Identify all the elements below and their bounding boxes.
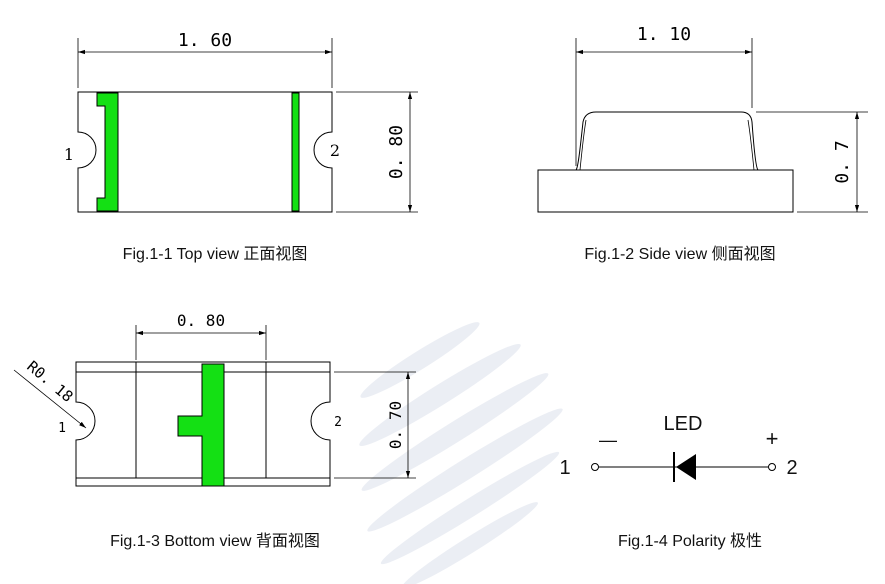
bottom-view-radius-leader — [13, 369, 87, 429]
bottom-view-pad-dim: 0. 80 — [177, 311, 225, 330]
top-view-caption: Fig.1-1 Top view 正面视图 — [123, 245, 308, 263]
top-view-outline — [77, 91, 333, 213]
side-view: 1. 10 0. 7 Fig.1-2 Side view 侧面视图 — [537, 24, 868, 263]
top-view-length-dim: 1. 60 — [178, 30, 232, 51]
top-view-pin-2: 2 — [330, 141, 340, 160]
side-view-dome — [575, 111, 759, 171]
polarity-pin-2: 2 — [786, 457, 797, 479]
bottom-view-pin-2: 2 — [334, 415, 342, 430]
side-view-top-dim: 1. 10 — [637, 24, 691, 45]
side-view-base — [537, 169, 794, 213]
polarity-title: LED — [664, 413, 703, 435]
top-view: 1. 60 0. 80 1 2 Fig.1-1 Top view 正面视图 — [64, 30, 418, 263]
bottom-view-height-dim: 0. 70 — [386, 401, 405, 449]
side-view-height-dim: 0. 7 — [832, 140, 853, 183]
polarity-minus-sign: — — [599, 430, 617, 450]
polarity-terminal-2 — [768, 463, 776, 471]
top-view-pad-right — [292, 93, 299, 211]
bottom-view: 0. 80 0. 70 R0. 18 1 2 Fig.1-3 Bottom vi… — [13, 311, 416, 550]
watermark-logo — [359, 322, 563, 584]
polarity-pin-1: 1 — [559, 457, 570, 479]
polarity-caption: Fig.1-4 Polarity 极性 — [618, 532, 762, 550]
top-view-pin-1: 1 — [64, 145, 74, 164]
bottom-view-pin-1: 1 — [58, 421, 66, 436]
polarity-plus-sign: + — [766, 426, 779, 451]
bottom-view-outline — [75, 361, 331, 487]
diode-symbol-icon — [676, 454, 696, 480]
polarity-terminal-1 — [591, 463, 599, 471]
bottom-view-center-pad — [135, 361, 267, 479]
polarity: LED — + 1 2 Fig.1-4 Polarity 极性 — [559, 413, 797, 550]
side-view-caption: Fig.1-2 Side view 侧面视图 — [584, 245, 775, 263]
top-view-width-dim: 0. 80 — [386, 125, 407, 179]
top-view-pad-left — [97, 93, 118, 211]
bottom-view-caption: Fig.1-3 Bottom view 背面视图 — [110, 532, 320, 550]
bottom-view-polarity-mark — [178, 364, 224, 486]
